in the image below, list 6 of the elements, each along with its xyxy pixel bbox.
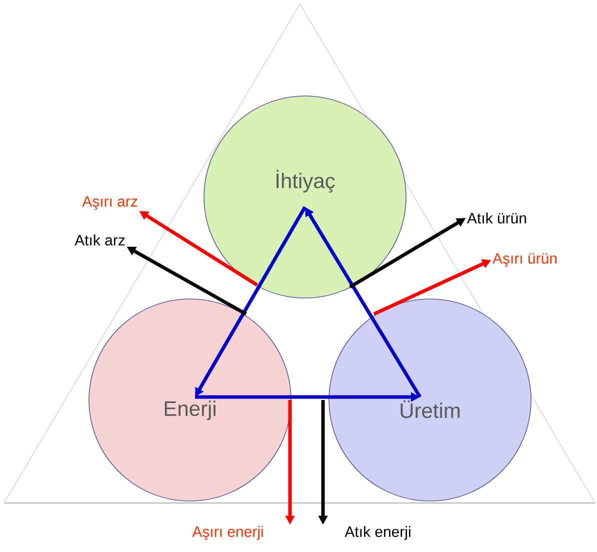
flow-label: Aşırı ürün	[492, 253, 557, 267]
flow-label: Atık enerji	[344, 526, 410, 540]
flow-label: Aşırı arz	[82, 196, 138, 210]
flow-label: Atık arz	[74, 234, 125, 246]
flow-label: Atık ürün	[467, 212, 526, 224]
flow-label: Aşırı enerji	[192, 526, 263, 540]
